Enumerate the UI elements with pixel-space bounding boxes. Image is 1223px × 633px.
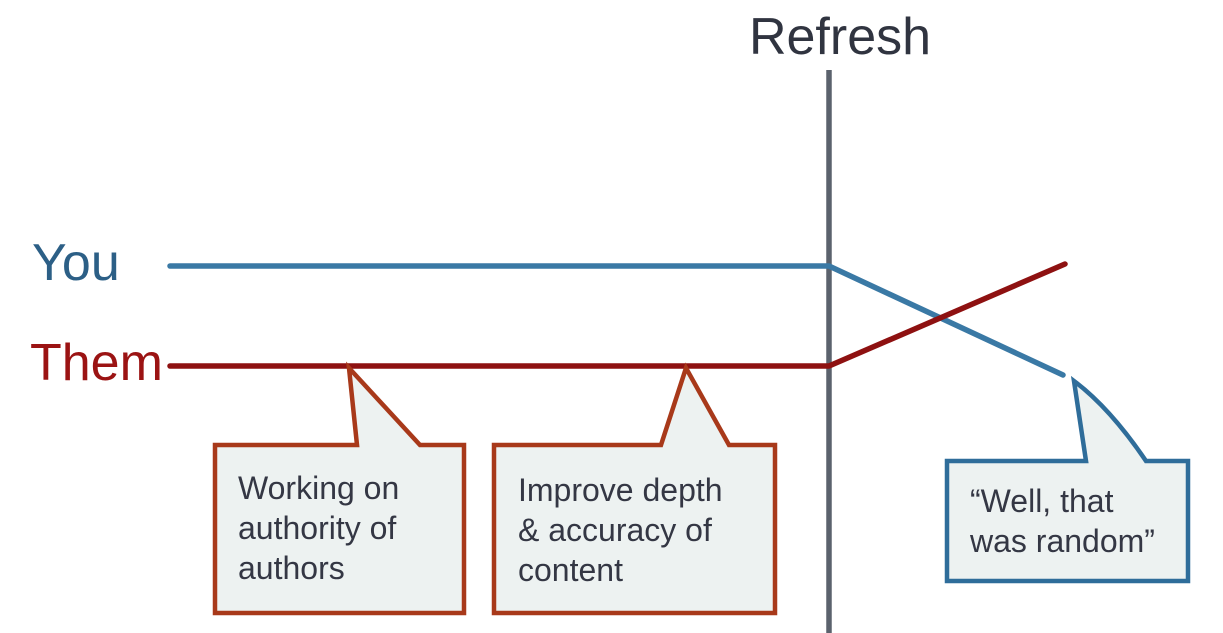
bubble-authority-line-2: authority of bbox=[238, 510, 397, 546]
bubble-authority-line-3: authors bbox=[238, 550, 345, 586]
bubble-random-line-2: was random” bbox=[970, 523, 1155, 559]
bubble-authority-text: Working on authority of authors bbox=[238, 468, 399, 588]
speech-bubble-random bbox=[944, 375, 1191, 584]
bubble-content-text: Improve depth & accuracy of content bbox=[518, 470, 723, 590]
bubble-content-line-1: Improve depth bbox=[518, 472, 723, 508]
refresh-event-label: Refresh bbox=[748, 8, 932, 66]
speech-bubble-content bbox=[491, 362, 778, 616]
bubble-random-line-1: “Well, that bbox=[970, 483, 1114, 519]
bubble-content-line-3: content bbox=[518, 552, 623, 588]
them-line bbox=[167, 261, 1068, 369]
you-line bbox=[167, 263, 1066, 378]
you-series-label: You bbox=[32, 234, 120, 292]
bubble-authority-line-1: Working on bbox=[238, 470, 400, 506]
speech-bubble-authority bbox=[212, 361, 467, 616]
bubble-random-text: “Well, that was random” bbox=[970, 481, 1155, 561]
bubble-content-line-2: & accuracy of bbox=[518, 512, 712, 548]
them-series-label: Them bbox=[30, 334, 163, 392]
